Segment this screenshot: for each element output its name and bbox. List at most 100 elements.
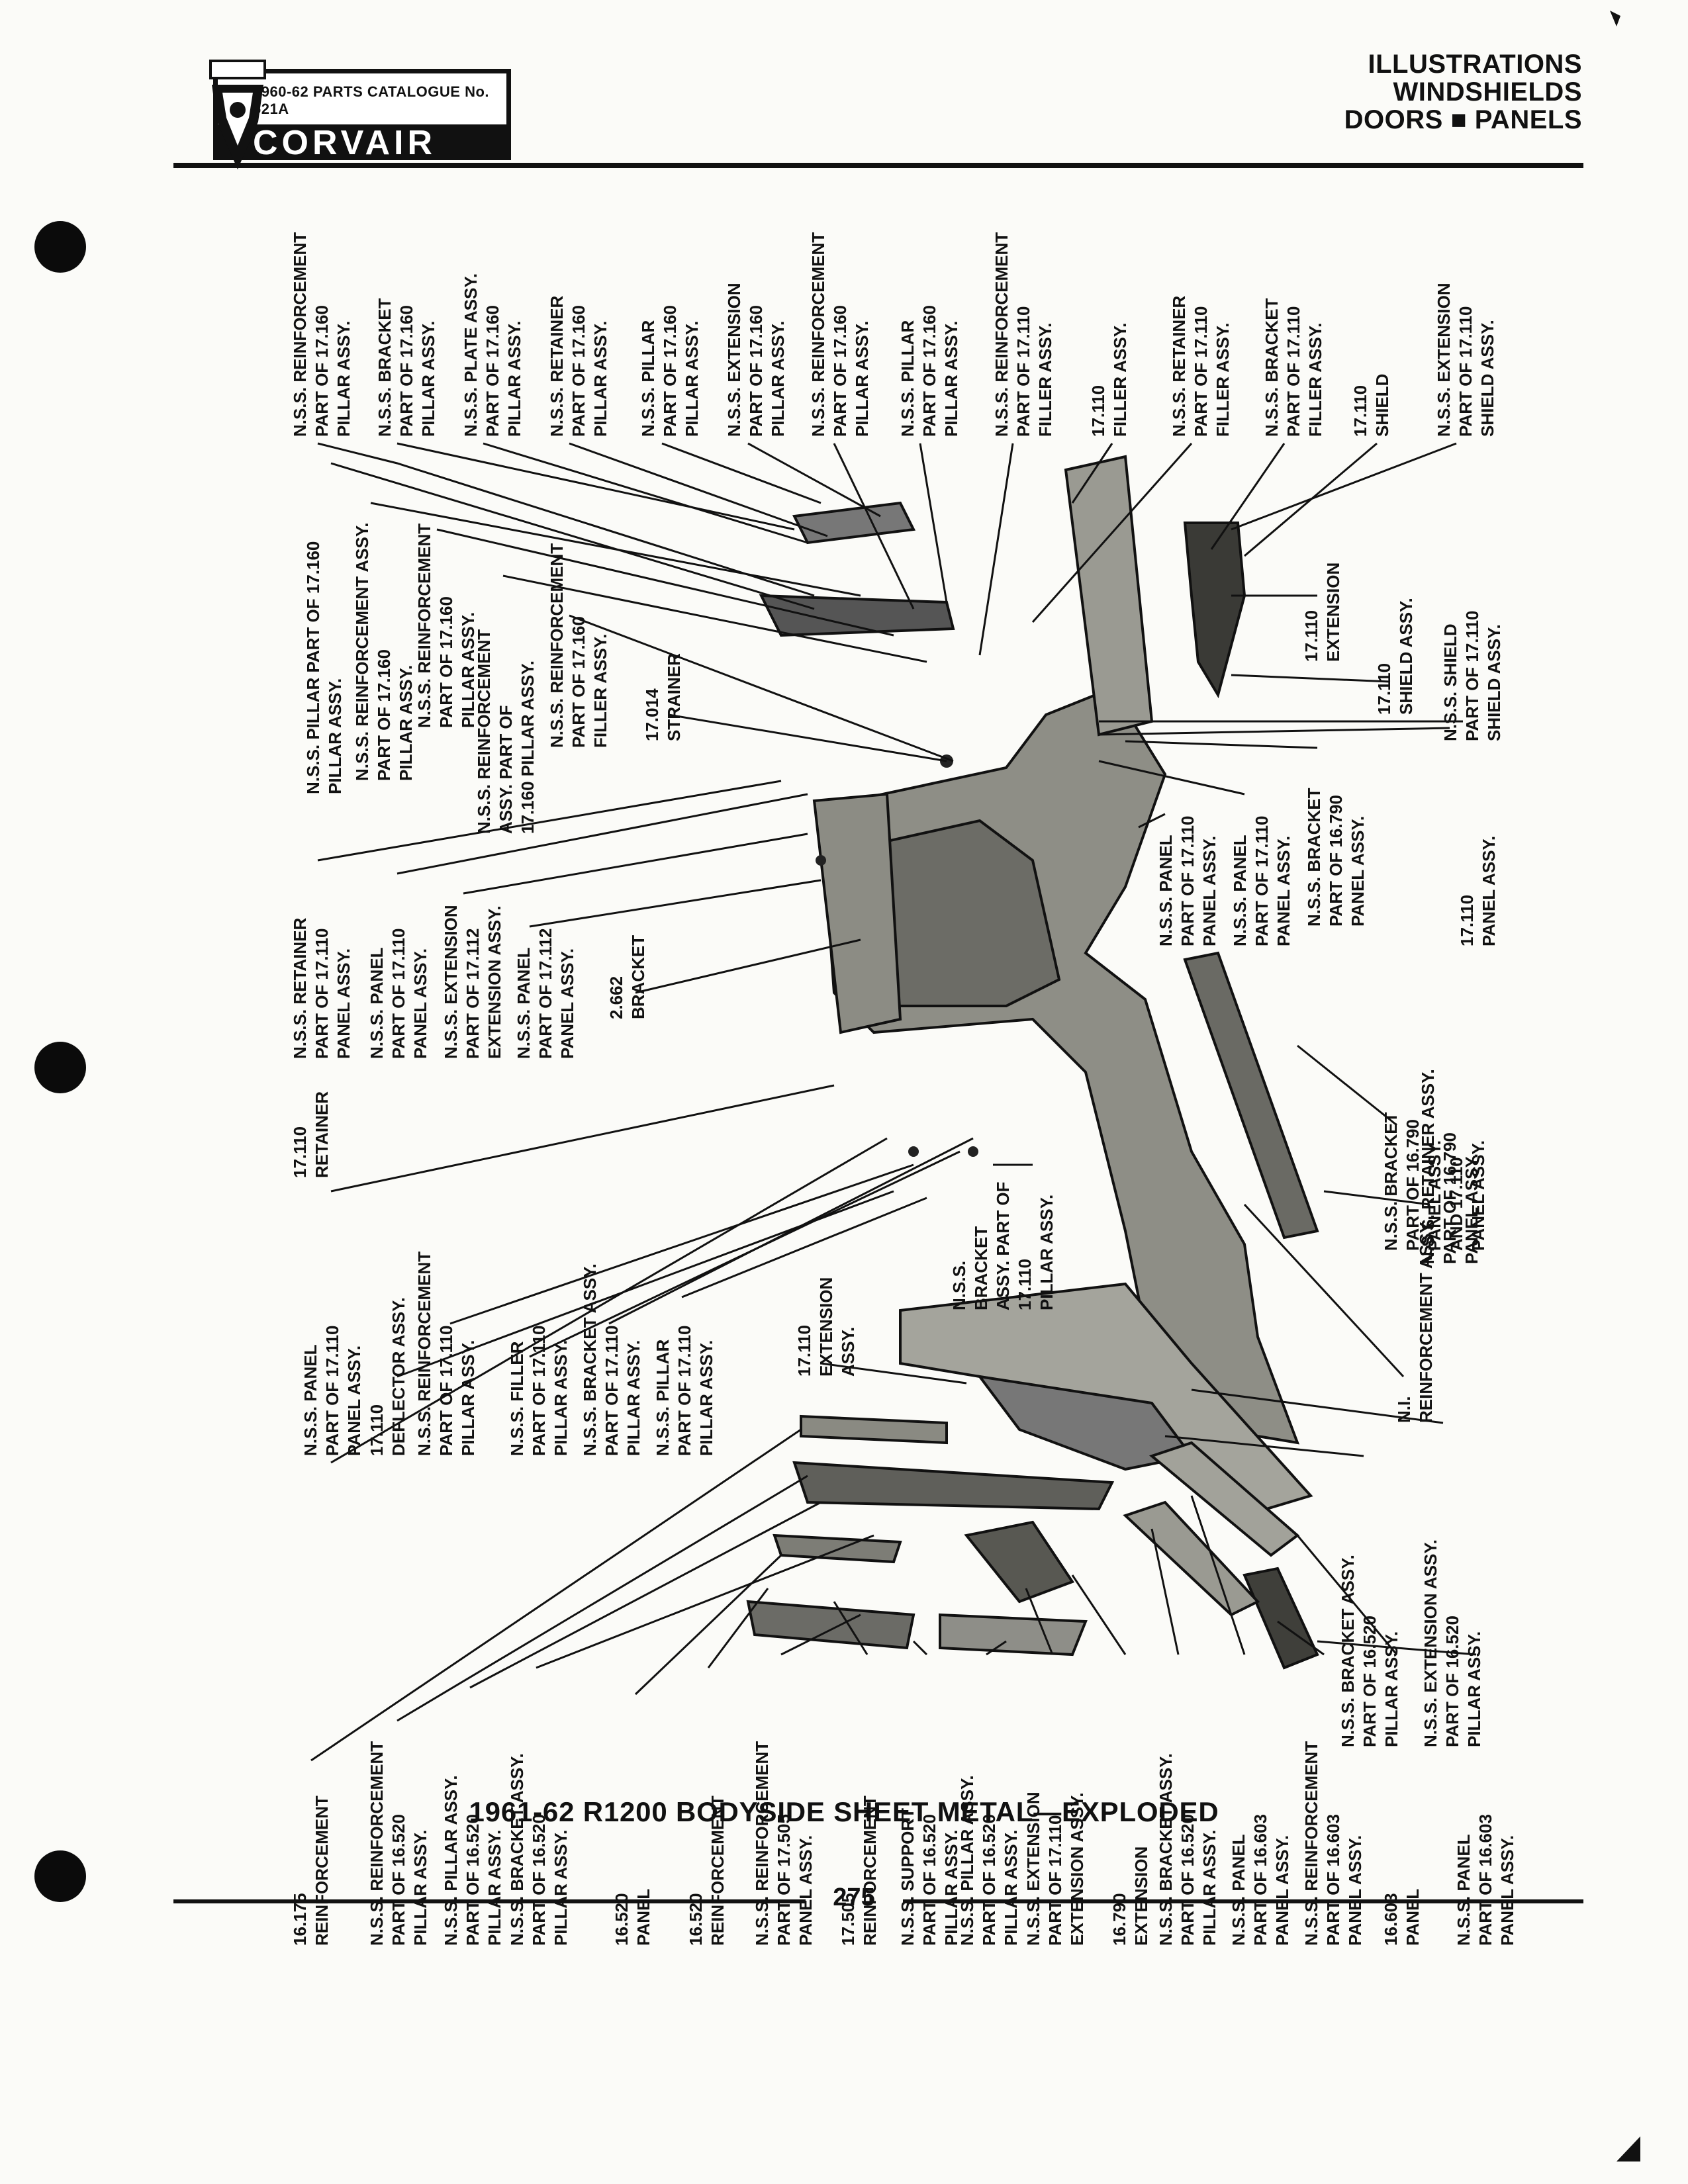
binder-hole-middle bbox=[34, 1042, 86, 1093]
leader-bottom-row-13 bbox=[1150, 1528, 1180, 1655]
leader-right-mid-2 bbox=[1098, 760, 1245, 796]
leader-top-row-6 bbox=[747, 442, 881, 518]
leader-right-lower-1 bbox=[1297, 1044, 1397, 1126]
leader-right-upper-2 bbox=[1231, 674, 1391, 683]
leader-top-row-8 bbox=[919, 443, 948, 603]
leader-top-row-3 bbox=[483, 442, 808, 544]
brand-bar bbox=[213, 124, 511, 160]
panel-16603 bbox=[1243, 1567, 1319, 1670]
binder-hole-top bbox=[34, 221, 86, 273]
leader-bottom-row-3 bbox=[469, 1501, 821, 1689]
brand-name: CORVAIR bbox=[253, 124, 436, 162]
section-line-1: ILLUSTRATIONS bbox=[1368, 50, 1582, 79]
page-number: 275 bbox=[833, 1884, 875, 1911]
leader-left-lower-2 bbox=[330, 1137, 888, 1464]
leader-right-mid-1 bbox=[1138, 813, 1166, 829]
leader-bottom-row-5 bbox=[634, 1554, 782, 1696]
leader-left-lower-6 bbox=[608, 1137, 974, 1325]
leader-left-mid-1 bbox=[317, 780, 782, 862]
leader-right-mid-3 bbox=[1125, 740, 1318, 749]
leader-bottom-row-12 bbox=[1071, 1574, 1127, 1655]
retainer-strip bbox=[1183, 951, 1319, 1240]
leader-bottom-row-2 bbox=[397, 1475, 808, 1722]
section-line-2: WINDSHIELDS bbox=[1393, 77, 1582, 107]
leader-bottom-row-6 bbox=[707, 1588, 769, 1668]
section-line-3: DOORS ■ PANELS bbox=[1344, 105, 1582, 134]
bracket-part bbox=[816, 855, 826, 866]
leader-top-row-5 bbox=[661, 442, 821, 504]
panel-16520 bbox=[792, 1461, 1115, 1511]
leader-top-row-12 bbox=[1210, 443, 1286, 550]
leader-right-upper-3 bbox=[1098, 727, 1450, 736]
filler-assembly bbox=[1064, 455, 1154, 737]
shield-assembly bbox=[1183, 522, 1246, 699]
leader-bottom-row-8 bbox=[833, 1601, 868, 1655]
leader-top-row-9 bbox=[978, 443, 1014, 656]
door-post-panel bbox=[812, 792, 902, 1034]
leader-lines bbox=[310, 442, 1477, 1762]
extension-16790 bbox=[964, 1520, 1075, 1604]
leader-bottom-row-15 bbox=[1277, 1620, 1325, 1656]
footer-rule-left bbox=[173, 1899, 806, 1903]
leader-mid-upper-6 bbox=[668, 713, 947, 762]
corner-mark-bottom bbox=[1617, 2136, 1640, 2161]
leader-right-bottom-2 bbox=[1191, 1388, 1444, 1424]
leader-mid-upper-1 bbox=[330, 462, 815, 610]
leader-mid-upper-3 bbox=[436, 528, 894, 637]
pillar-small bbox=[792, 501, 916, 545]
section-heading: ILLUSTRATIONS WINDSHIELDS DOORS ■ PANELS bbox=[1344, 50, 1582, 134]
pillar-upper bbox=[759, 594, 955, 637]
leader-left-mid-4 bbox=[529, 879, 821, 928]
leader-center-lower-2 bbox=[820, 1362, 967, 1385]
leader-top-row-11 bbox=[1031, 443, 1193, 623]
leader-right-lower-2 bbox=[1323, 1190, 1430, 1206]
leader-bottom-row-16 bbox=[1296, 1535, 1398, 1655]
leader-bottom-row-4 bbox=[536, 1534, 874, 1669]
leader-bottom-row-14 bbox=[1190, 1495, 1246, 1655]
corner-mark-top bbox=[1610, 11, 1620, 26]
leader-right-lower-3 bbox=[1243, 1203, 1405, 1378]
leader-left-lower-1 bbox=[330, 1084, 835, 1193]
leader-top-row-1 bbox=[317, 442, 815, 597]
callout-mid-upper-2: N.S.S. REINFORCEMENT ASSY.PART OF 17.160… bbox=[352, 522, 416, 781]
leader-top-row-14 bbox=[1231, 442, 1457, 531]
leader-mid-upper-4 bbox=[502, 574, 927, 663]
header-rule bbox=[173, 163, 1583, 168]
deflector-part bbox=[908, 1146, 919, 1157]
footer-rule-right bbox=[903, 1899, 1583, 1903]
leader-bottom-row-17 bbox=[1317, 1640, 1477, 1656]
